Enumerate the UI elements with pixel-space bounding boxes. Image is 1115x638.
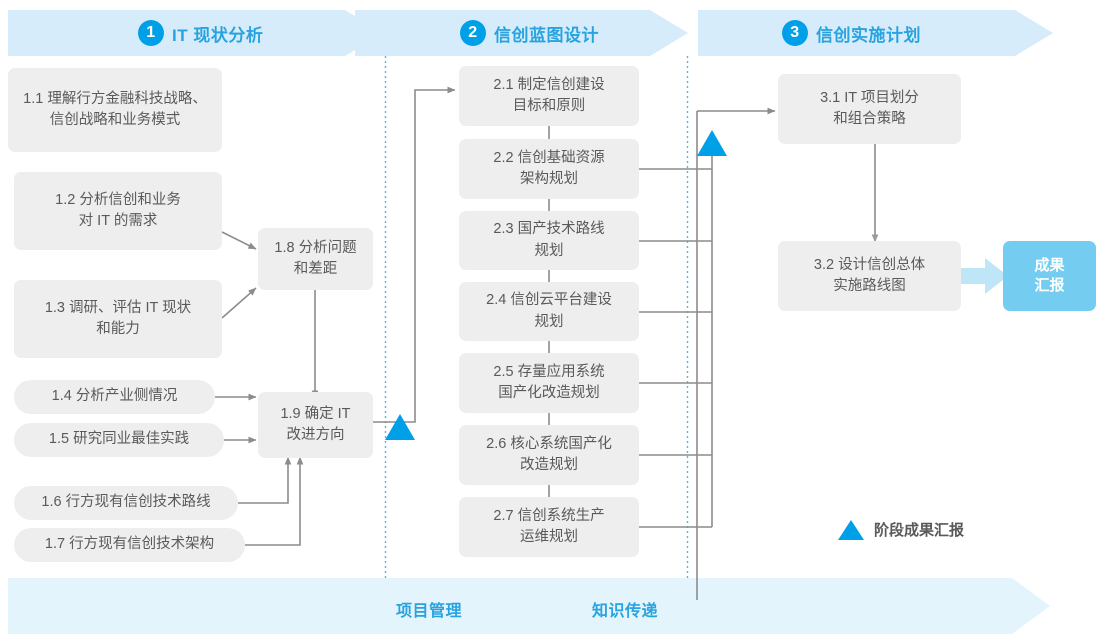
task-box-2-7[interactable]: 2.7 信创系统生产 运维规划 — [459, 497, 639, 557]
task-box-3-1[interactable]: 3.1 IT 项目划分 和组合策略 — [778, 74, 961, 144]
bottom-label-project-management: 项目管理 — [396, 603, 463, 620]
task-box-1-9[interactable]: 1.9 确定 IT 改进方向 — [258, 392, 373, 458]
phase-header-1[interactable]: 1 IT 现状分析 — [138, 20, 263, 46]
task-box-2-4[interactable]: 2.4 信创云平台建设 规划 — [459, 282, 639, 341]
bottom-band — [8, 578, 1050, 634]
task-box-1-4[interactable]: 1.4 分析产业侧情况 — [14, 380, 215, 414]
connector-1-3-to-1-8 — [221, 287, 257, 319]
phase-header-2[interactable]: 2 信创蓝图设计 — [460, 20, 599, 46]
task-box-2-5[interactable]: 2.5 存量应用系统 国产化改造规划 — [459, 353, 639, 413]
bottom-label-knowledge-transfer: 知识传递 — [592, 603, 659, 620]
phase-title-3: 信创实施计划 — [816, 25, 921, 45]
milestone-triangle-icon — [838, 519, 864, 540]
result-report-chip[interactable]: 成果 汇报 — [1003, 241, 1096, 311]
legend-label: 阶段成果汇报 — [874, 522, 965, 539]
phase-number-1: 1 — [138, 20, 164, 46]
result-arrow — [958, 258, 1008, 294]
phase-header-3[interactable]: 3 信创实施计划 — [782, 20, 921, 46]
task-box-1-2[interactable]: 1.2 分析信创和业务 对 IT 的需求 — [14, 172, 222, 250]
task-box-1-8[interactable]: 1.8 分析问题 和差距 — [258, 228, 373, 290]
connector-1-7-to-1-9 — [245, 456, 304, 546]
milestone-triangle-phase1 — [385, 414, 415, 440]
legend-milestone: 阶段成果汇报 — [838, 519, 964, 540]
task-box-1-7[interactable]: 1.7 行方现有信创技术架构 — [14, 528, 245, 562]
task-box-2-6[interactable]: 2.6 核心系统国产化 改造规划 — [459, 425, 639, 485]
task-box-2-3[interactable]: 2.3 国产技术路线 规划 — [459, 211, 639, 270]
phase-number-3: 3 — [782, 20, 808, 46]
task-box-2-1[interactable]: 2.1 制定信创建设 目标和原则 — [459, 66, 639, 126]
task-box-1-1[interactable]: 1.1 理解行方金融科技战略、 信创战略和业务模式 — [8, 68, 222, 152]
task-box-2-2[interactable]: 2.2 信创基础资源 架构规划 — [459, 139, 639, 199]
phase-number-2: 2 — [460, 20, 486, 46]
task-box-1-3[interactable]: 1.3 调研、评估 IT 现状 和能力 — [14, 280, 222, 358]
task-box-1-5[interactable]: 1.5 研究同业最佳实践 — [14, 423, 224, 457]
task-box-3-2[interactable]: 3.2 设计信创总体 实施路线图 — [778, 241, 961, 311]
task-box-1-6[interactable]: 1.6 行方现有信创技术路线 — [14, 486, 238, 520]
phase-title-1: IT 现状分析 — [172, 25, 264, 45]
connector-1-6-to-1-9 — [238, 456, 292, 504]
phase-title-2: 信创蓝图设计 — [494, 25, 599, 45]
connector-1-9-to-2-1 — [371, 86, 456, 423]
connector-1-2-to-1-8 — [221, 231, 257, 250]
milestone-triangle-phase2 — [697, 130, 727, 156]
